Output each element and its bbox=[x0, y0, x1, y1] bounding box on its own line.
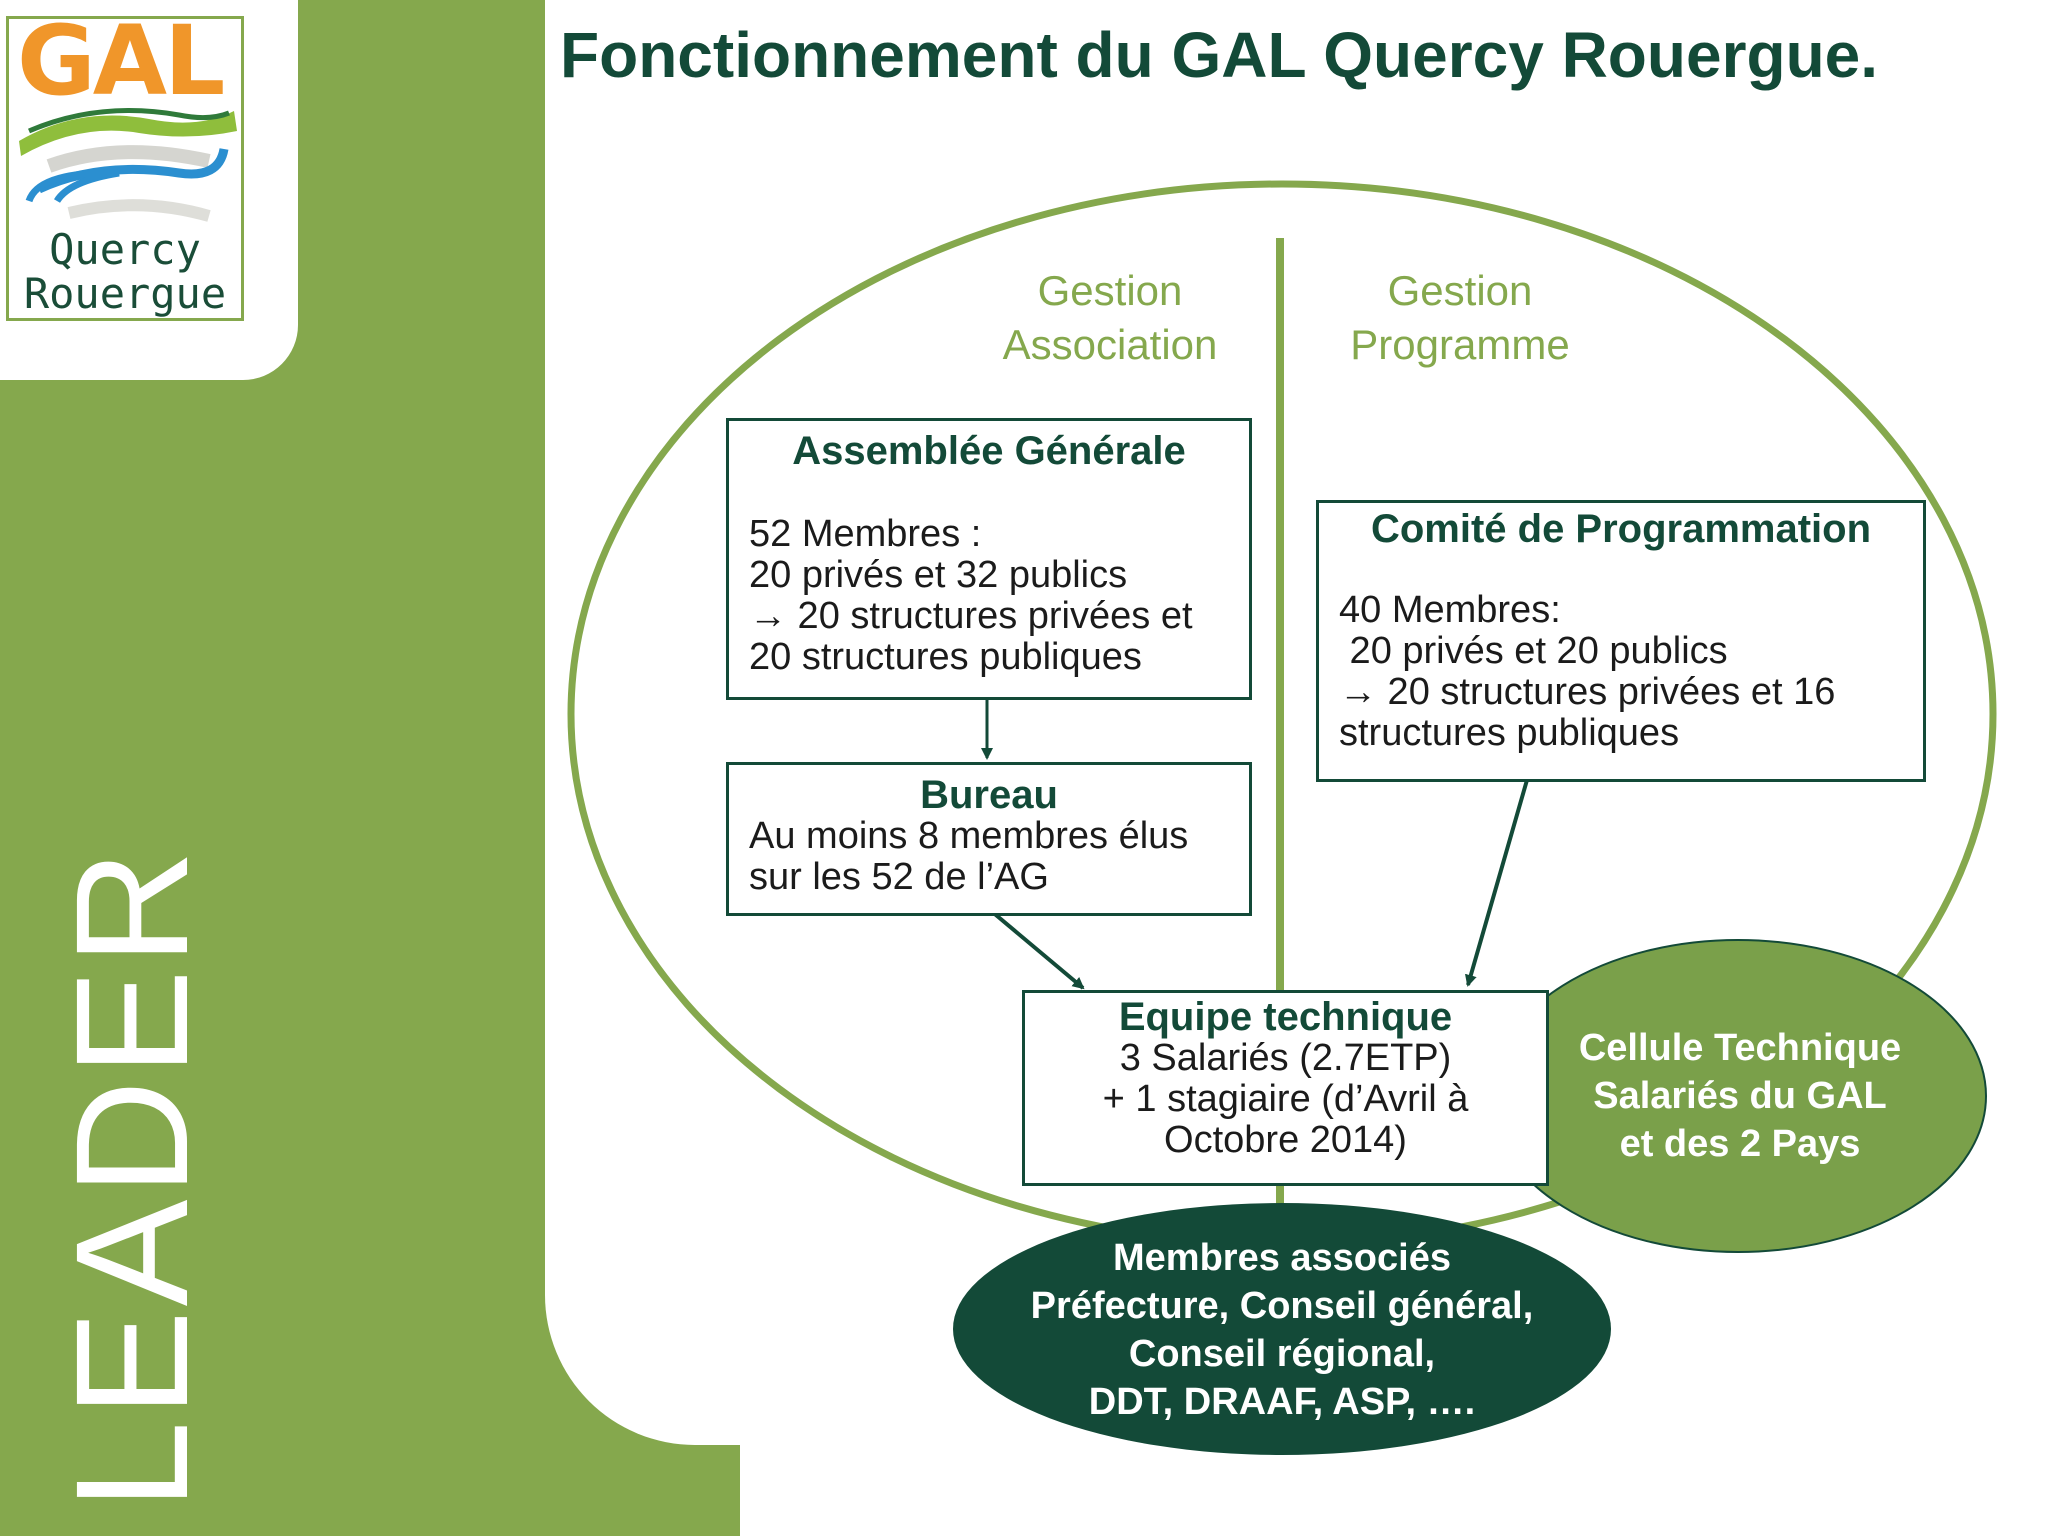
assemblee-generale-box: Assemblée Générale 52 Membres : 20 privé… bbox=[726, 418, 1252, 700]
membres-associes-label: Membres associés Préfecture, Conseil gén… bbox=[982, 1234, 1582, 1426]
equipe-line: + 1 stagiaire (d’Avril à bbox=[1102, 1078, 1469, 1120]
membres-associes-line: Conseil régional, bbox=[1128, 1333, 1436, 1375]
membres-associes-line: Préfecture, Conseil général, bbox=[1030, 1285, 1534, 1327]
membres-associes-line: DDT, DRAAF, ASP, …. bbox=[1088, 1381, 1476, 1423]
column-heading-programme-line2: Programme bbox=[1350, 321, 1570, 368]
cellule-line: Cellule Technique bbox=[1578, 1027, 1902, 1069]
comite-programmation-box: Comité de Programmation 40 Membres: 20 p… bbox=[1316, 500, 1926, 782]
logo-word-quercy: Quercy bbox=[49, 225, 201, 274]
comite-title: Comité de Programmation bbox=[1370, 507, 1872, 551]
column-heading-association-line2: Association bbox=[1002, 321, 1218, 368]
column-heading-association-line1: Gestion bbox=[1037, 267, 1183, 314]
logo-word-rouergue: Rouergue bbox=[23, 269, 227, 318]
column-heading-programme-line1: Gestion bbox=[1387, 267, 1533, 314]
bureau-title: Bureau bbox=[920, 773, 1058, 817]
equipe-line: 3 Salariés (2.7ETP) bbox=[1119, 1037, 1452, 1079]
equipe-title: Equipe technique bbox=[1118, 995, 1453, 1039]
bureau-line: sur les 52 de l’AG bbox=[749, 856, 1049, 898]
membres-associes-line: Membres associés bbox=[1113, 1237, 1451, 1279]
logo-container: GAL Quercy Rouergue bbox=[0, 0, 298, 380]
arrow-comite-to-equipe bbox=[1464, 779, 1529, 987]
assemblee-line: 20 privés et 32 publics bbox=[749, 554, 1128, 596]
arrow-bureau-to-equipe bbox=[988, 908, 1085, 990]
gal-logo: GAL Quercy Rouergue bbox=[6, 16, 244, 321]
bureau-line: Au moins 8 membres élus bbox=[749, 815, 1189, 857]
assemblee-line: 20 structures publiques bbox=[749, 636, 1142, 678]
column-heading-association: Gestion Association bbox=[950, 264, 1270, 372]
comite-line: → 20 structures privées et 16 bbox=[1339, 671, 1836, 713]
river-landscape-icon bbox=[19, 108, 237, 222]
membres-associes-ellipse bbox=[953, 1203, 1611, 1455]
logo-acronym: GAL bbox=[17, 16, 225, 117]
equipe-line: Octobre 2014) bbox=[1164, 1119, 1407, 1161]
comite-line: structures publiques bbox=[1339, 712, 1680, 754]
comite-line: 40 Membres: bbox=[1339, 589, 1561, 631]
cellule-line: et des 2 Pays bbox=[1619, 1123, 1861, 1165]
cellule-line: Salariés du GAL bbox=[1593, 1075, 1887, 1117]
assemblee-line: → 20 structures privées et bbox=[749, 595, 1193, 637]
assemblee-line: 52 Membres : bbox=[749, 513, 982, 555]
equipe-technique-box: Equipe technique 3 Salariés (2.7ETP) + 1… bbox=[1022, 990, 1549, 1186]
page-title: Fonctionnement du GAL Quercy Rouergue. bbox=[560, 19, 1879, 91]
assemblee-title: Assemblée Générale bbox=[792, 429, 1186, 473]
bureau-box: Bureau Au moins 8 membres élus sur les 5… bbox=[726, 762, 1252, 916]
cellule-technique-label: Cellule Technique Salariés du GAL et des… bbox=[1530, 1024, 1950, 1168]
comite-line: 20 privés et 20 publics bbox=[1339, 630, 1728, 672]
column-heading-programme: Gestion Programme bbox=[1310, 264, 1610, 372]
